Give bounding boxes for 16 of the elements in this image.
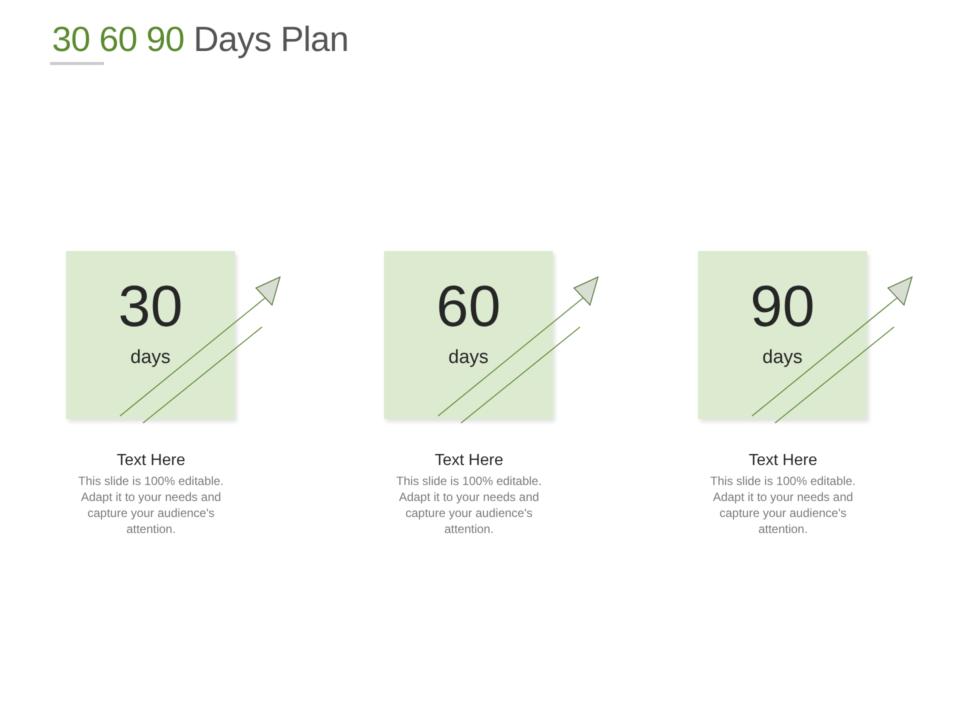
unit-label: days [762,347,803,368]
card-description: This slide is 100% editable. Adapt it to your needs and capture your audience's attention. [395,473,543,537]
card-heading: Text Here [434,451,504,470]
unit-label: days [130,347,171,368]
day-number: 30 [118,278,183,336]
card-description: This slide is 100% editable. Adapt it to your needs and capture your audience's attention. [709,473,857,537]
unit-label: days [448,347,489,368]
card-heading: Text Here [116,451,186,470]
card-heading: Text Here [748,451,818,470]
card-description: This slide is 100% editable. Adapt it to your needs and capture your audience's attention. [77,473,225,537]
day-number: 90 [750,278,815,336]
day-card [66,251,235,419]
day-card [384,251,553,419]
day-number: 60 [436,278,501,336]
page-title: 30 60 90 Days Plan [52,19,348,61]
day-card [698,251,867,419]
